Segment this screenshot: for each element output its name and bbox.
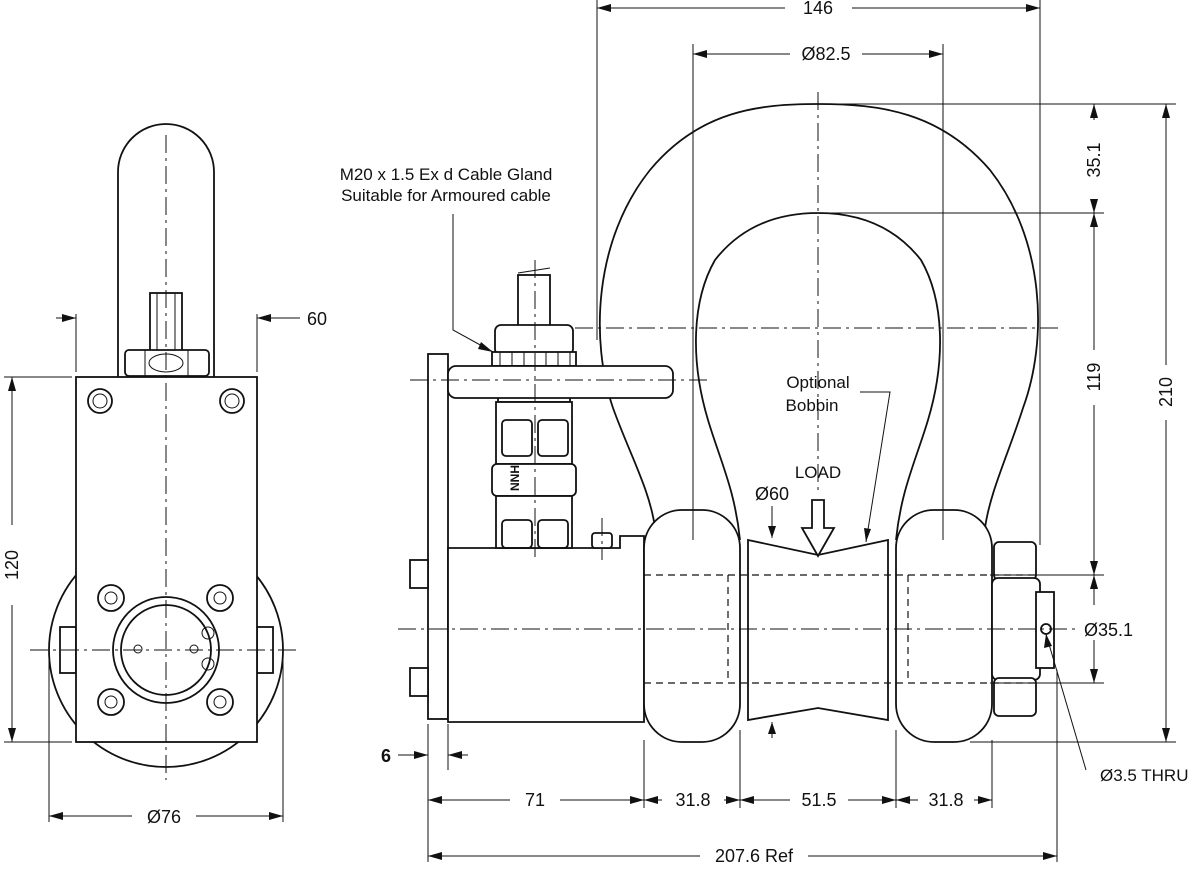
dim-end-view-width: 60 bbox=[307, 309, 327, 329]
dim-pin-diameter: Ø35.1 bbox=[1084, 620, 1133, 640]
end-view bbox=[4, 123, 300, 822]
dim-body-length: 71 bbox=[525, 790, 545, 810]
dim-end-view-diameter: Ø76 bbox=[147, 807, 181, 827]
gland-note-line1: M20 x 1.5 Ex d Cable Gland bbox=[340, 165, 553, 184]
dim-eye-width-left: 31.8 bbox=[675, 790, 710, 810]
dim-eye-width-right: 31.8 bbox=[928, 790, 963, 810]
dim-bow-inside-width: Ø82.5 bbox=[801, 44, 850, 64]
bobbin-note-line1: Optional bbox=[786, 373, 849, 392]
dim-overall-width: 146 bbox=[803, 0, 833, 18]
dim-flange-thickness: 6 bbox=[381, 746, 391, 766]
gland-marking-group: NNH bbox=[508, 465, 522, 491]
dim-end-view-height: 120 bbox=[2, 550, 22, 580]
dim-bobbin-diameter: Ø60 bbox=[755, 484, 789, 504]
dim-bow-top-thickness: 35.1 bbox=[1084, 142, 1104, 177]
dim-split-pin-hole: Ø3.5 THRU bbox=[1100, 766, 1189, 785]
side-view bbox=[398, 0, 1176, 862]
dim-bobbin-length: 51.5 bbox=[801, 790, 836, 810]
gland-marking: NNH bbox=[508, 465, 522, 491]
load-label: LOAD bbox=[795, 463, 841, 482]
bobbin-note-line2: Bobbin bbox=[786, 396, 839, 415]
dim-inside-length: 119 bbox=[1084, 363, 1104, 392]
gland-note-line2: Suitable for Armoured cable bbox=[341, 186, 551, 205]
dim-overall-length: 207.6 Ref bbox=[715, 846, 794, 866]
dim-overall-height: 210 bbox=[1156, 377, 1176, 407]
